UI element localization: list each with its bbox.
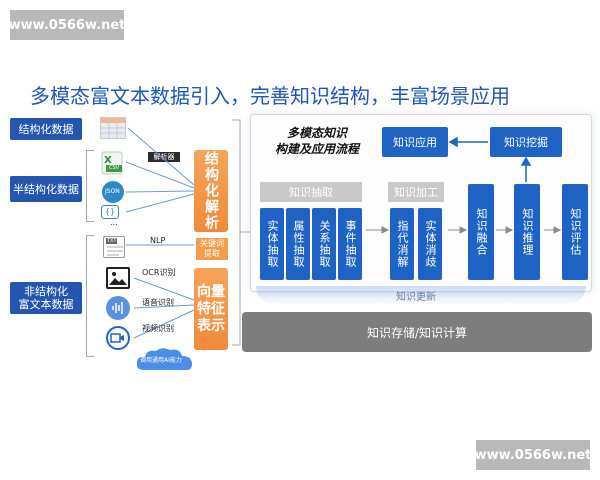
structured-parse-block: 结构化解析 [194,150,228,232]
knowledge-reasoning-text: 知识推理 [521,208,534,256]
ai-cloud-icon: 调用通用AI能力 [134,346,196,374]
excel-csv-icon: X CSV [100,150,124,176]
video-label: 视频识别 [142,324,174,333]
code-braces-icon: {} [101,205,119,219]
parser-tag: 解析器 [148,152,180,162]
knowledge-fusion-text: 知识融合 [475,208,488,256]
audio-icon [106,296,130,320]
speech-label: 语音识别 [142,298,174,307]
watermark-top: www.0566w.net [9,10,125,40]
flow-title-line1: 多模态知识 [286,126,347,140]
knowledge-storage-bar: 知识存储/知识计算 [242,312,592,352]
knowledge-app-box: 知识应用 [382,127,448,157]
knowledge-mining-box: 知识挖掘 [490,127,562,157]
disambig-box: 实体消歧 [418,208,442,280]
json-icon: JSON [102,181,124,203]
coref-text: 指代消解 [396,220,409,268]
knowledge-processing-header: 知识加工 [388,182,444,202]
csv-label: CSV [109,165,120,171]
coref-box: 指代消解 [390,208,414,280]
structured-parse-text: 结构化解析 [203,151,219,231]
relation-extraction-box: 关系抽取 [312,208,336,280]
knowledge-fusion-box: 知识融合 [468,184,494,280]
bracket-semi [86,150,94,222]
svg-text:X: X [104,155,112,166]
entity-extraction-box: 实体抽取 [260,208,284,280]
flow-title-line2: 构建及应用流程 [274,142,359,156]
ocr-label: OCR识别 [142,268,176,277]
vector-repr-text: 向量特征表示 [197,283,225,334]
attribute-extraction-text: 属性抽取 [292,220,305,268]
txt-label: TXT [106,238,118,244]
relation-extraction-text: 关系抽取 [318,220,331,268]
attribute-extraction-box: 属性抽取 [286,208,310,280]
knowledge-reasoning-box: 知识推理 [514,184,540,280]
entity-extraction-text: 实体抽取 [266,220,279,268]
knowledge-update-band [256,286,586,304]
source-structured: 结构化数据 [10,118,82,140]
bracket-unstructured [86,235,94,357]
nlp-label: NLP [150,236,166,245]
knowledge-evaluation-text: 知识评估 [569,208,582,256]
knowledge-extraction-header: 知识抽取 [260,182,362,202]
spreadsheet-icon [100,117,126,139]
json-label: JSON [105,188,120,195]
flow-title: 多模态知识 构建及应用流程 [262,125,372,157]
source-unstructured: 非结构化 富文本数据 [10,282,82,314]
ai-cloud-label: 调用通用AI能力 [140,357,182,364]
video-icon [106,326,130,350]
image-icon [106,267,130,289]
keyword-extract-block: 关键词 提取 [196,238,228,260]
source-semi-structured: 半结构化数据 [10,176,82,202]
knowledge-evaluation-box: 知识评估 [562,184,588,280]
ellipsis-label: ... [110,218,118,227]
knowledge-update-label: 知识更新 [396,292,436,303]
event-extraction-box: 事件抽取 [338,208,362,280]
event-extraction-text: 事件抽取 [344,220,357,268]
watermark-bottom: www.0566w.net [475,440,591,470]
vector-repr-block: 向量特征表示 [194,268,228,350]
disambig-text: 实体消歧 [424,220,437,268]
txt-doc-icon: TXT [103,236,125,258]
page-title: 多模态富文本数据引入，完善知识结构，丰富场景应用 [30,84,510,108]
